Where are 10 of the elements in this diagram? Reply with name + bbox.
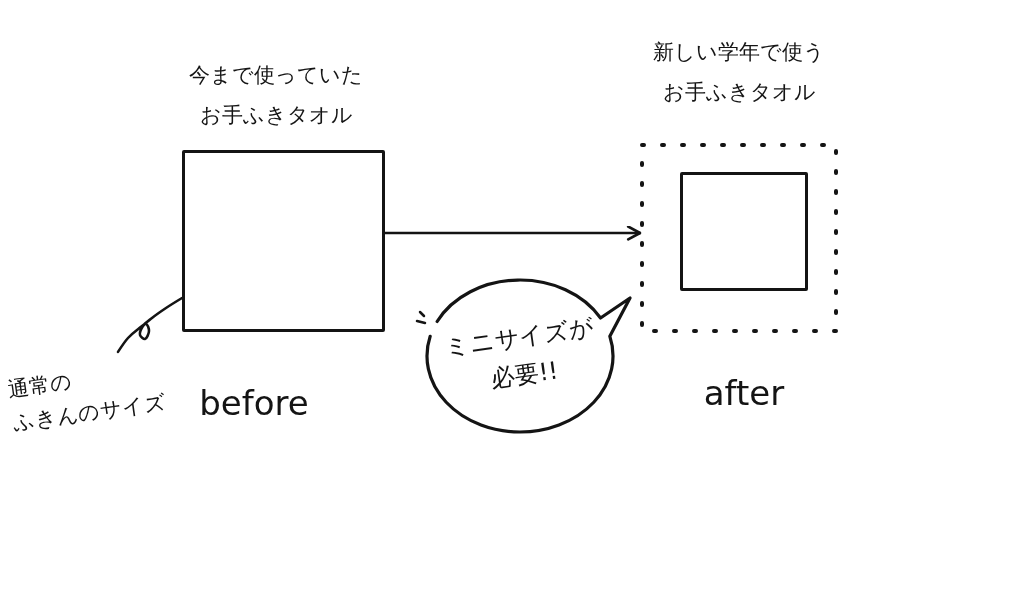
heading-text: 今まで使っていたお手ふきタオル: [189, 62, 363, 129]
callout-text: 通常のふきんのサイズ: [6, 351, 164, 441]
bubble-text: ミニサイズが必要!!: [442, 311, 597, 396]
heading-text: 新しい学年で使うお手ふきタオル: [653, 39, 825, 106]
towel-outline: [680, 172, 808, 291]
caption-text: before: [199, 382, 309, 425]
arrow: [383, 225, 642, 241]
caption-text: after: [703, 372, 785, 415]
speech-bubble: [423, 276, 633, 436]
leader-line: [116, 296, 184, 354]
